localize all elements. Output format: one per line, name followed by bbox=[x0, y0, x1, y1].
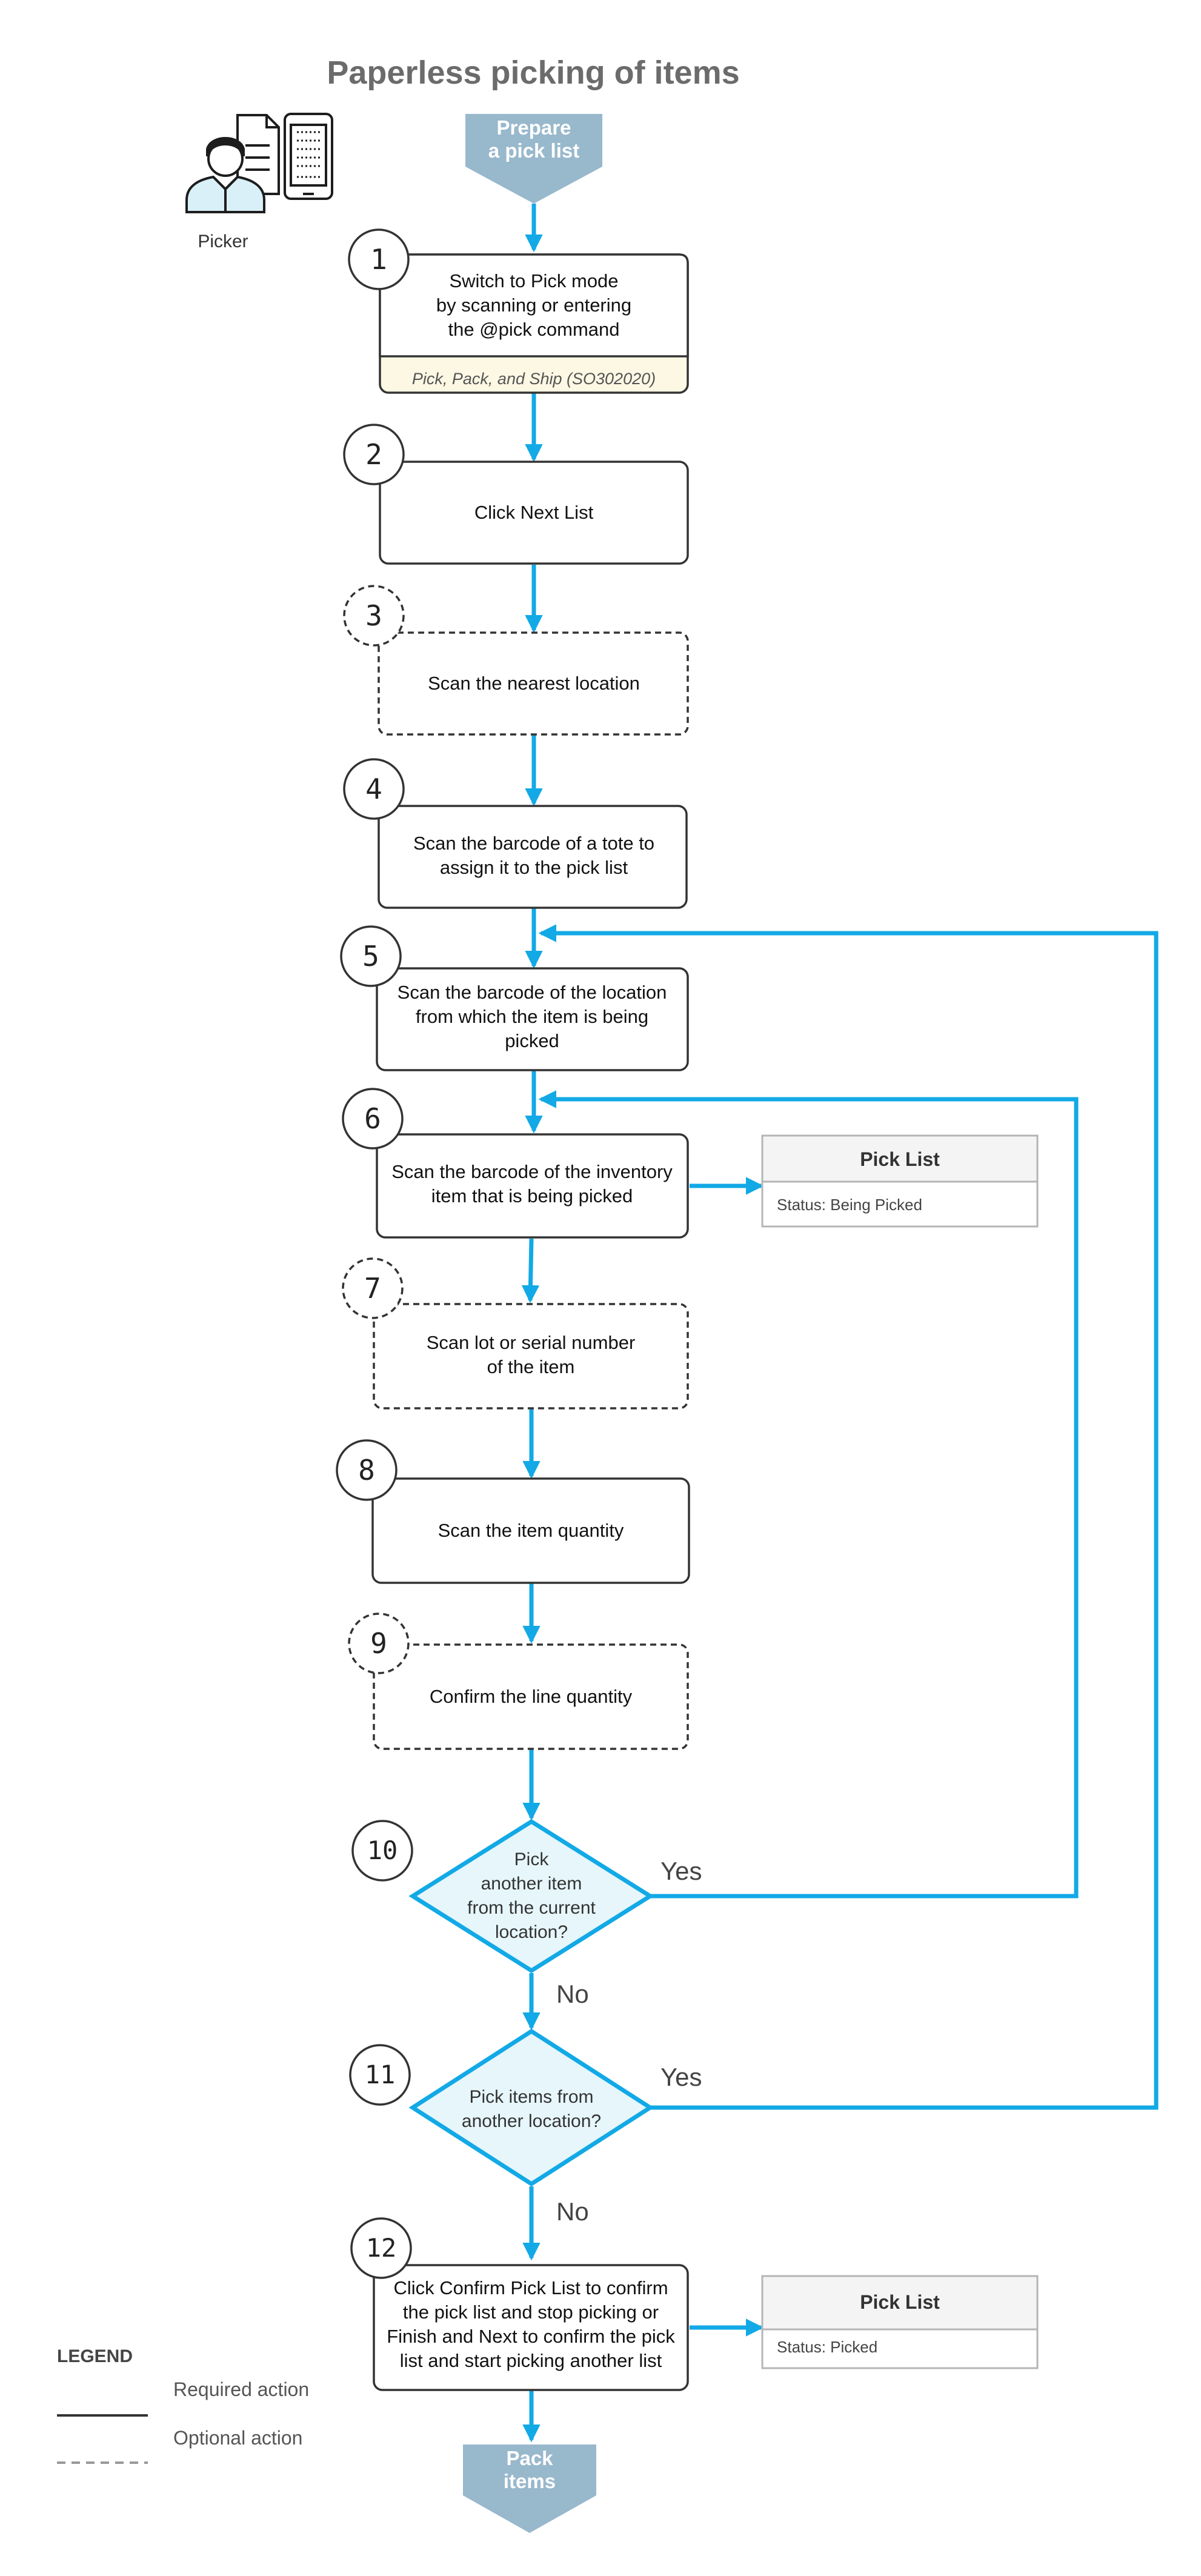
end-label-line2: items bbox=[504, 2470, 556, 2492]
pick-list-being-picked: Pick List Status: Being Picked bbox=[761, 1134, 1039, 1228]
step-12-line1: Click Confirm Pick List to confirm bbox=[393, 2277, 668, 2298]
step-6-line1: Scan the barcode of the inventory bbox=[391, 1161, 673, 1182]
step-5-badge bbox=[340, 925, 402, 987]
step-12-number: 12 bbox=[366, 2233, 397, 2263]
start-label-line1: Prepare bbox=[497, 116, 571, 139]
step-1-badge bbox=[348, 228, 410, 290]
decision-10-line4: location? bbox=[495, 1922, 568, 1942]
step-9-badge bbox=[348, 1612, 410, 1674]
step-5: Scan the barcode of the location from wh… bbox=[340, 925, 689, 1071]
decision-10: Pick another item from the current locat… bbox=[351, 1819, 702, 2008]
step-8-line1: Scan the item quantity bbox=[438, 1520, 624, 1541]
pick-list-2-header: Pick List bbox=[860, 2291, 940, 2313]
end-label-line1: Pack bbox=[506, 2447, 553, 2469]
step-1-form-reference: Pick, Pack, and Ship (SO302020) bbox=[412, 370, 656, 388]
decision-10-line1: Pick bbox=[514, 1849, 550, 1869]
decision-10-line3: from the current bbox=[467, 1898, 596, 1918]
step-1-line2: by scanning or entering bbox=[436, 295, 631, 316]
step-2-number: 2 bbox=[365, 438, 382, 471]
step-6-line2: item that is being picked bbox=[431, 1185, 633, 1206]
decision-10-no-label: No bbox=[556, 1980, 589, 2008]
pick-list-1-header: Pick List bbox=[860, 1148, 940, 1170]
step-4: Scan the barcode of a tote to assign it … bbox=[343, 758, 688, 909]
start-label-line2: a pick list bbox=[488, 139, 579, 162]
end-terminal: Pack items bbox=[463, 2445, 596, 2533]
step-6: Scan the barcode of the inventory item t… bbox=[342, 1088, 689, 1239]
step-4-badge bbox=[343, 758, 405, 820]
decision-11-number: 11 bbox=[365, 2060, 396, 2089]
step-5-line1: Scan the barcode of the location bbox=[398, 982, 667, 1003]
step-2-badge bbox=[343, 424, 405, 485]
decision-11-line2: another location? bbox=[462, 2111, 601, 2131]
step-4-line2: assign it to the pick list bbox=[440, 857, 628, 878]
legend: LEGEND Required action Optional action bbox=[57, 2346, 309, 2464]
step-9: Confirm the line quantity 9 bbox=[348, 1612, 689, 1750]
legend-optional-label: Optional action bbox=[173, 2427, 302, 2449]
step-12-line3: Finish and Next to confirm the pick bbox=[387, 2326, 675, 2347]
pick-list-1-status: Status: Being Picked bbox=[777, 1196, 922, 1214]
step-1-line1: Switch to Pick mode bbox=[449, 270, 618, 291]
pick-list-2-status: Status: Picked bbox=[777, 2338, 877, 2356]
step-8: Scan the item quantity 8 bbox=[336, 1439, 690, 1584]
step-12-badge bbox=[350, 2217, 412, 2279]
step-7-line1: Scan lot or serial number bbox=[427, 1332, 636, 1353]
step-1-number: 1 bbox=[370, 243, 387, 276]
decision-10-yes-label: Yes bbox=[660, 1857, 702, 1885]
decision-10-number: 10 bbox=[367, 1835, 398, 1865]
step-7-number: 7 bbox=[364, 1272, 381, 1305]
step-3: Scan the nearest location 3 bbox=[343, 585, 689, 736]
legend-required-label: Required action bbox=[173, 2378, 309, 2400]
step-7-line2: of the item bbox=[487, 1356, 575, 1377]
decision-10-badge bbox=[351, 1820, 413, 1882]
step-2-line1: Click Next List bbox=[474, 502, 594, 523]
step-12-line2: the pick list and stop picking or bbox=[403, 2301, 659, 2323]
legend-title: LEGEND bbox=[57, 2346, 133, 2366]
decision-11-yes-label: Yes bbox=[660, 2063, 702, 2091]
step-8-number: 8 bbox=[358, 1454, 375, 1486]
step-5-number: 5 bbox=[362, 940, 379, 973]
picker-with-scanner-icon bbox=[185, 113, 333, 213]
decision-11-no-label: No bbox=[556, 2197, 589, 2226]
step-1-line3: the @pick command bbox=[448, 319, 619, 340]
picker-label: Picker bbox=[198, 231, 248, 251]
step-5-line2: from which the item is being bbox=[416, 1006, 648, 1027]
start-terminal: Prepare a pick list bbox=[465, 114, 602, 204]
decision-11-line1: Pick items from bbox=[469, 2087, 593, 2107]
page-title: Paperless picking of items bbox=[327, 55, 739, 91]
step-2: Click Next List 2 bbox=[343, 424, 689, 565]
step-12-line4: list and start picking another list bbox=[400, 2350, 662, 2371]
step-4-number: 4 bbox=[365, 773, 382, 805]
step-3-number: 3 bbox=[365, 599, 382, 632]
step-6-badge bbox=[342, 1088, 404, 1150]
step-8-badge bbox=[336, 1439, 398, 1501]
flow-connectors bbox=[521, 204, 1159, 2443]
step-6-number: 6 bbox=[364, 1102, 381, 1135]
decision-10-line2: another item bbox=[481, 1874, 582, 1894]
step-9-line1: Confirm the line quantity bbox=[430, 1686, 633, 1707]
decision-11: Pick items from another location? 11 Yes… bbox=[349, 2028, 702, 2226]
decision-11-badge bbox=[349, 2044, 411, 2106]
step-4-line1: Scan the barcode of a tote to bbox=[413, 833, 654, 854]
step-3-line1: Scan the nearest location bbox=[428, 673, 640, 694]
step-5-line3: picked bbox=[505, 1030, 559, 1051]
pick-list-picked: Pick List Status: Picked bbox=[761, 2275, 1039, 2369]
step-3-badge bbox=[343, 585, 405, 647]
step-7-badge bbox=[342, 1257, 404, 1319]
step-12: Click Confirm Pick List to confirm the p… bbox=[350, 2217, 689, 2391]
step-9-number: 9 bbox=[370, 1627, 387, 1660]
step-7: Scan lot or serial number of the item 7 bbox=[342, 1257, 689, 1409]
step-1: Switch to Pick mode by scanning or enter… bbox=[348, 228, 689, 394]
